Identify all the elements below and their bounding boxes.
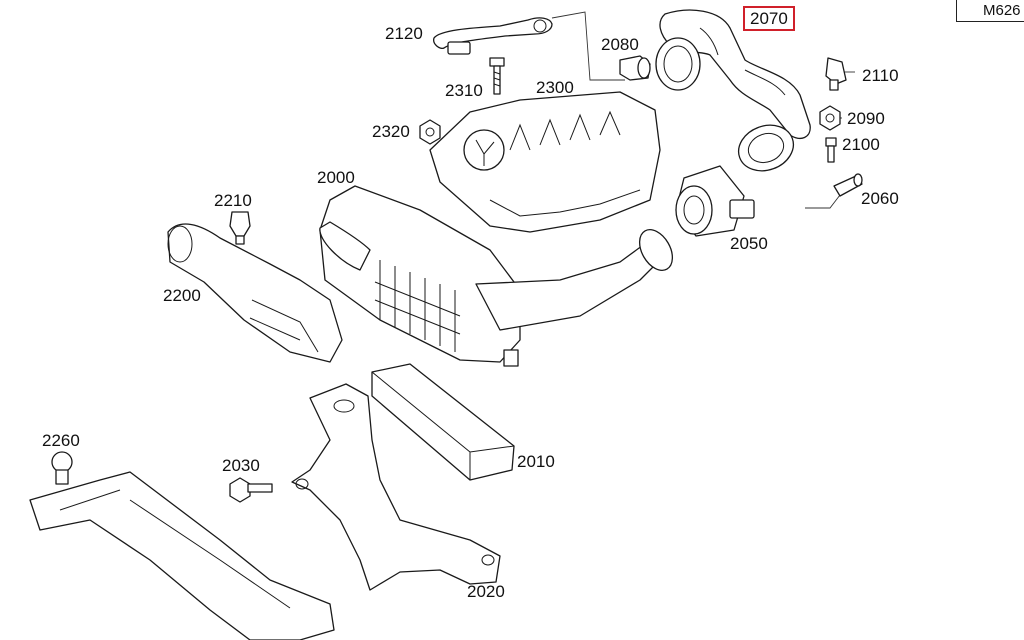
label-2060[interactable]: 2060 <box>861 189 899 208</box>
label-2100[interactable]: 2100 <box>842 135 880 154</box>
label-2120[interactable]: 2120 <box>385 24 423 43</box>
intake-hose-2070[interactable] <box>655 9 811 139</box>
clip-2260[interactable] <box>51 451 73 485</box>
label-2050[interactable]: 2050 <box>730 234 768 253</box>
label-2320[interactable]: 2320 <box>372 122 410 141</box>
clip-2210[interactable] <box>229 211 251 245</box>
label-2260[interactable]: 2260 <box>42 431 80 450</box>
cross-member <box>29 471 335 640</box>
stud-2100[interactable] <box>825 137 837 163</box>
label-2070[interactable]: 2070 <box>743 6 795 31</box>
label-2080[interactable]: 2080 <box>601 35 639 54</box>
label-2090[interactable]: 2090 <box>847 109 885 128</box>
sensor-2080[interactable] <box>619 55 651 81</box>
label-2300[interactable]: 2300 <box>536 78 574 97</box>
bolt-2310[interactable] <box>489 57 505 95</box>
label-2310[interactable]: 2310 <box>445 81 483 100</box>
label-2200[interactable]: 2200 <box>163 286 201 305</box>
label-2020[interactable]: 2020 <box>467 582 505 601</box>
air-duct-2200[interactable] <box>167 223 343 363</box>
label-2010[interactable]: 2010 <box>517 452 555 471</box>
reference-code: M626 <box>956 0 1024 22</box>
bolt-2060[interactable] <box>833 173 863 197</box>
maf-sensor-2050[interactable] <box>675 165 755 237</box>
nut-2090[interactable] <box>819 105 841 131</box>
clamp-ring <box>737 124 795 172</box>
label-2210[interactable]: 2210 <box>214 191 252 210</box>
bolt-2030[interactable] <box>229 477 273 503</box>
label-2110[interactable]: 2110 <box>862 66 899 85</box>
bracket-2020[interactable] <box>291 383 501 591</box>
engine-cover-2300[interactable] <box>429 91 661 233</box>
air-filter-housing-2000[interactable] <box>319 185 679 367</box>
filter-element-2010[interactable] <box>371 363 515 481</box>
sensor-2110[interactable] <box>825 57 847 91</box>
hose-2120[interactable] <box>433 17 553 55</box>
nut-2320[interactable] <box>419 119 441 145</box>
label-2030[interactable]: 2030 <box>222 456 260 475</box>
label-2000[interactable]: 2000 <box>317 168 355 187</box>
